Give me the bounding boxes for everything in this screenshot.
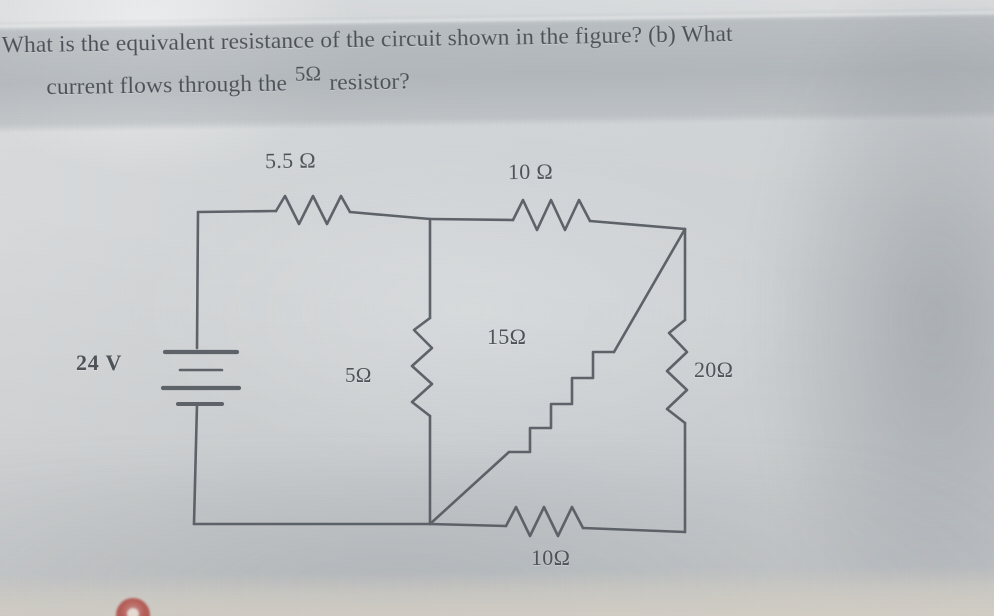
label-resistor-15-ohm: 15Ω <box>487 324 527 349</box>
wire-diagonal-lower <box>428 450 511 526</box>
label-battery-24v: 24 V <box>76 350 123 375</box>
wire-top-right-b <box>588 219 687 231</box>
resistor-5-ohm-symbol <box>410 316 434 418</box>
bottom-page-edge <box>0 565 994 616</box>
label-resistor-5p5-ohm: 5.5 Ω <box>264 147 317 174</box>
resistor-20-ohm-symbol <box>665 318 689 425</box>
resistor-15-ohm-symbol <box>507 350 616 454</box>
wire-diagonal-upper <box>612 227 687 354</box>
wire-bottom-right <box>581 526 687 534</box>
battery-symbol <box>160 349 242 406</box>
label-resistor-10-ohm-top: 10 Ω <box>507 158 554 185</box>
label-resistor-5-ohm: 5Ω <box>345 363 372 387</box>
wire-left-upper <box>195 210 200 350</box>
resistor-10-ohm-bottom-symbol <box>504 505 585 538</box>
glare-highlight-center <box>120 150 820 470</box>
label-resistor-20-ohm: 20Ω <box>694 357 734 382</box>
label-resistor-10-ohm-bottom: 10Ω <box>531 545 571 570</box>
wire-top-left-a <box>196 209 278 214</box>
wire-left-lower <box>192 402 199 526</box>
resistor-10-ohm-top-symbol <box>511 198 592 232</box>
wire-top-right-a <box>428 217 515 222</box>
shadow-right <box>754 0 994 616</box>
wire-top-left-b <box>348 210 432 221</box>
resistor-5p5-ohm-symbol <box>274 194 352 226</box>
red-circle-badge-icon[interactable] <box>116 598 150 616</box>
wire-bottom-center <box>428 522 508 528</box>
